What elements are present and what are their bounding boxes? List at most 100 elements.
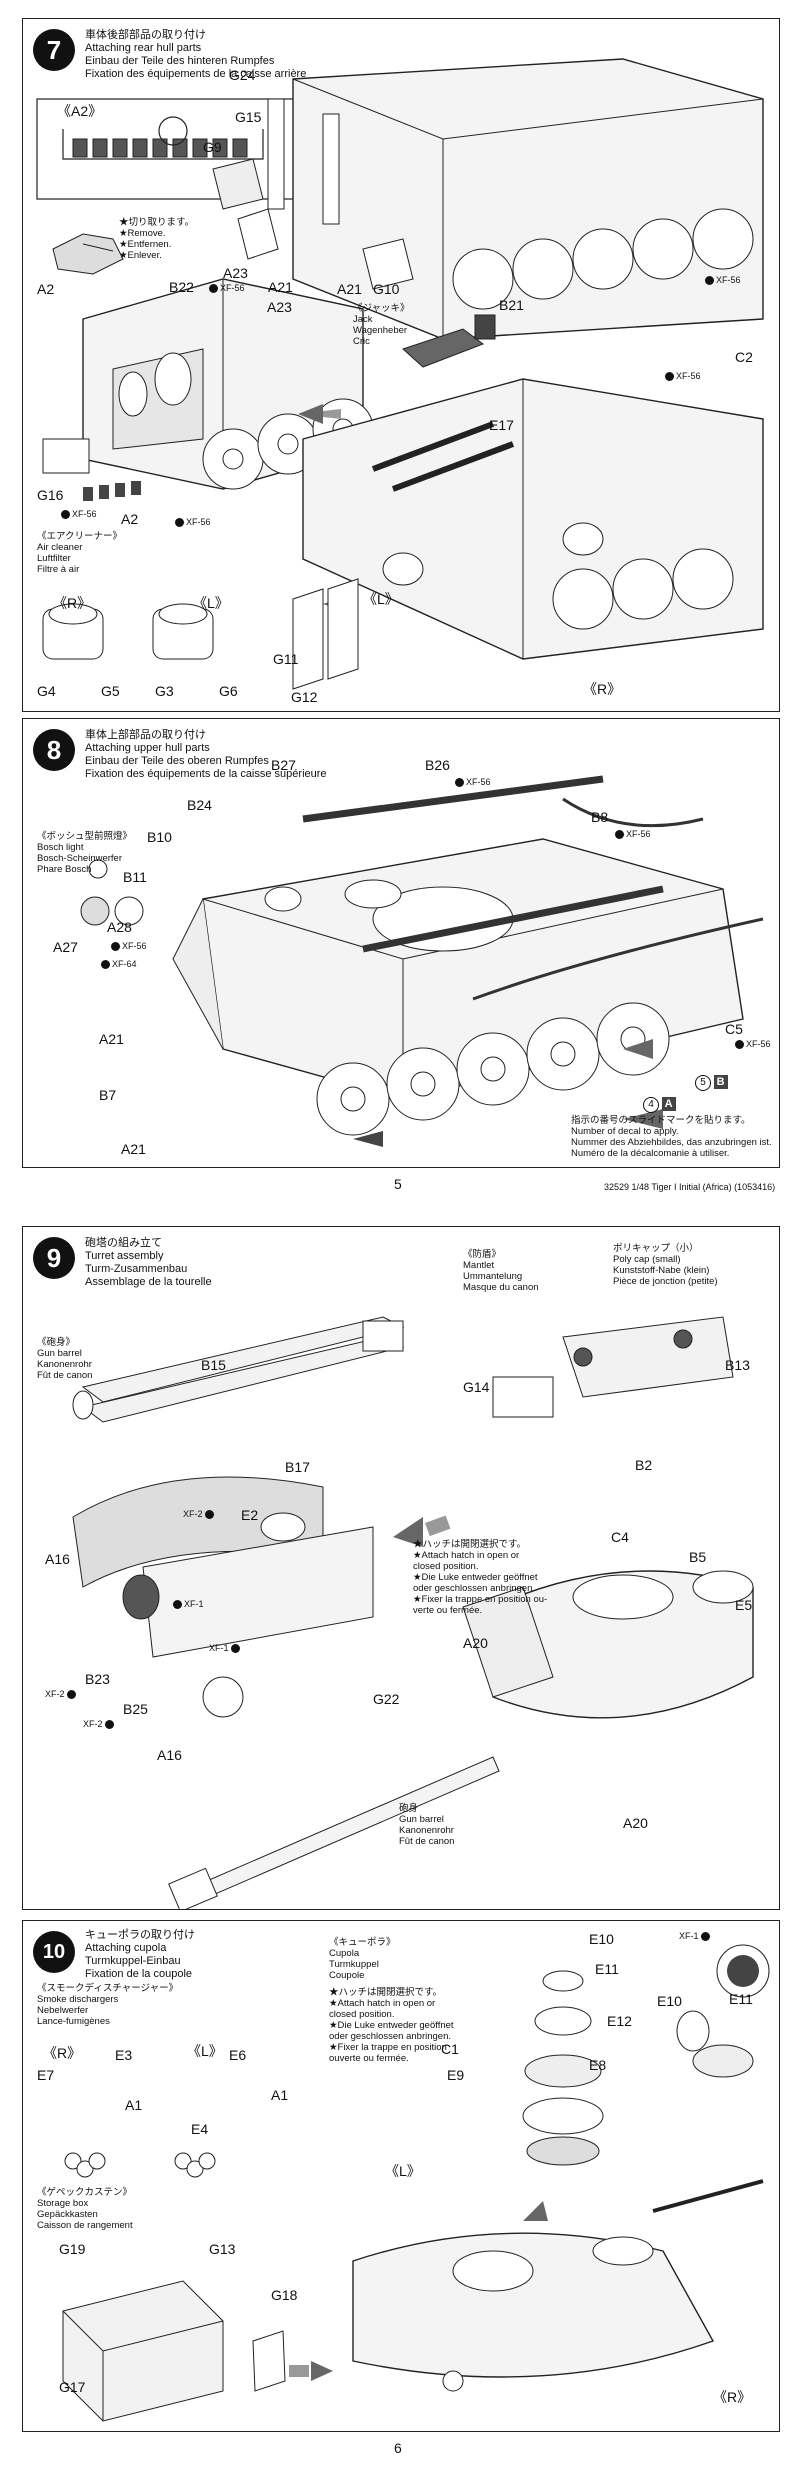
part-label: A27 [53,939,78,955]
part-label: G3 [155,683,174,699]
part-label: B11 [123,869,147,885]
decal-mark-5b: 5 B [695,1075,728,1091]
part-label: A20 [623,1815,648,1831]
step-10-title-en: Attaching cupola [85,1942,167,1954]
part-label: E8 [589,2057,607,2073]
part-label: E4 [191,2121,209,2137]
part-label: C5 [725,1021,743,1037]
part-label: E10 [657,1993,682,2009]
part-label: E11 [595,1961,619,1977]
step-7-drawing [36,58,764,690]
paint-callout: XF-2 [183,1509,216,1520]
paint-callout: XF-1 [171,1599,204,1610]
step-9-title-de: Turm-Zusammenbau [85,1263,188,1275]
page-number: 5 [394,1176,402,1192]
part-label: G18 [271,2287,298,2303]
step-9-title-en: Turret assembly [85,1250,164,1262]
left-side-label: 《L》 [193,595,229,611]
part-label: B2 [635,1457,653,1473]
part-label: C2 [735,349,753,365]
step-10-title-de: Turmkuppel-Einbau [85,1955,181,1967]
step-8-title-de: Einbau der Teile des oberen Rumpfes [85,755,269,767]
part-label: G10 [373,281,400,297]
part-label: A28 [107,919,132,935]
right-side-label: 《R》 [713,2389,752,2405]
step-9-title-fr: Assemblage de la tourelle [85,1276,212,1288]
part-label: G14 [463,1379,490,1395]
part-label: G5 [101,683,120,699]
step-9-title-jp: 砲塔の組み立て [85,1237,162,1249]
hatch-notes: ★ハッチは開閉選択です。 ★Attach hatch in open or cl… [413,1539,548,1616]
step-9-titles: 砲塔の組み立て Turret assembly Turm-Zusammenbau… [85,1237,212,1289]
part-label: G17 [59,2379,86,2395]
part-label: E7 [37,2067,55,2083]
paint-callout: XF-56 [173,517,211,528]
step-9-drawing [72,1316,754,1909]
part-label: A20 [463,1635,488,1651]
mantlet-titles: 《防盾》 Mantlet Ummantelung Masque du canon [463,1249,539,1293]
part-label: A2 [37,281,55,297]
part-label: A23 [267,299,292,315]
step-10-number: 10 [33,1931,75,1973]
step-8-titles: 車体上部部品の取り付け Attaching upper hull parts E… [85,729,327,781]
part-label: B13 [725,1357,750,1373]
part-label: A16 [157,1747,182,1763]
step-7-title-en: Attaching rear hull parts [85,42,202,54]
storage-box-titles: 《ゲペックカステン》 Storage box Gepäckkasten Cais… [37,2187,133,2231]
step-8-title-en: Attaching upper hull parts [85,742,210,754]
jack-titles: 《ジャッキ》 Jack Wagenheber Cric [353,303,410,347]
part-label: E2 [241,1507,259,1523]
part-label: B24 [187,797,212,813]
part-label: B10 [147,829,172,845]
decal-notes: 指示の番号のスライドマークを貼ります。 Number of decal to a… [571,1115,772,1159]
part-label: A2 [121,511,139,527]
part-label: B15 [201,1357,226,1373]
left-side-label: 《L》 [385,2163,421,2179]
step-10-title-jp: キューポラの取り付け [85,1929,195,1941]
part-label: B17 [285,1459,310,1475]
paint-callout: XF-64 [99,959,137,970]
step-8-drawing [80,775,764,1147]
step-7-title-fr: Fixation des équipements de la caisse ar… [85,68,307,80]
paint-callout: XF-56 [453,777,491,788]
paint-callout: XF-1 [679,1931,712,1942]
part-label: A16 [45,1551,70,1567]
right-side-label: 《R》 [53,595,92,611]
paint-callout: XF-56 [207,283,245,294]
part-label: A21 [121,1141,146,1157]
part-label: G19 [59,2241,86,2257]
part-label: G16 [37,487,64,503]
step-7-panel: 7 車体後部部品の取り付け Attaching rear hull parts … [22,18,780,712]
hatch-notes: ★ハッチは開閉選択です。 ★Attach hatch in open or cl… [329,1987,454,2064]
part-label: B27 [271,757,296,773]
paint-callout: XF-56 [109,941,147,952]
part-label: A1 [271,2087,289,2103]
part-label: E3 [115,2047,133,2063]
part-label: E11 [729,1991,753,2007]
step-10-title-fr: Fixation de la coupole [85,1968,193,1980]
part-label: E6 [229,2047,247,2063]
part-label: G15 [235,109,262,125]
kit-footer: 32529 1/48 Tiger I Initial (Africa) (105… [604,1182,776,1192]
part-label: E10 [589,1931,614,1947]
step-8-panel: 8 車体上部部品の取り付け Attaching upper hull parts… [22,718,780,1168]
step-7-title-jp: 車体後部部品の取り付け [85,29,206,41]
air-cleaner-titles: 《エアクリーナー》 Air cleaner Luftfilter Filtre … [37,531,123,575]
step-10-panel: 10 キューポラの取り付け Attaching cupola Turmkuppe… [22,1920,780,2432]
part-label: B7 [99,1087,117,1103]
part-label: E9 [447,2067,465,2083]
step-7-titles: 車体後部部品の取り付け Attaching rear hull parts Ei… [85,29,306,81]
right-side-label: 《R》 [583,681,622,697]
paint-callout: XF-56 [663,371,701,382]
part-label: A21 [268,279,293,295]
cupola-titles: 《キューポラ》 Cupola Turmkuppel Coupole [329,1937,396,1981]
step-10-titles: キューポラの取り付け Attaching cupola Turmkuppel-E… [85,1929,195,1981]
part-label: G6 [219,683,238,699]
part-label: E12 [607,2013,632,2029]
step-8-title-fr: Fixation des équipements de la caisse su… [85,768,327,780]
step-10-drawing [62,1944,770,2422]
decal-mark-4a: 4 A [643,1097,676,1113]
step-9-number: 9 [33,1237,75,1279]
part-label: B8 [591,809,609,825]
part-label: B23 [85,1671,110,1687]
